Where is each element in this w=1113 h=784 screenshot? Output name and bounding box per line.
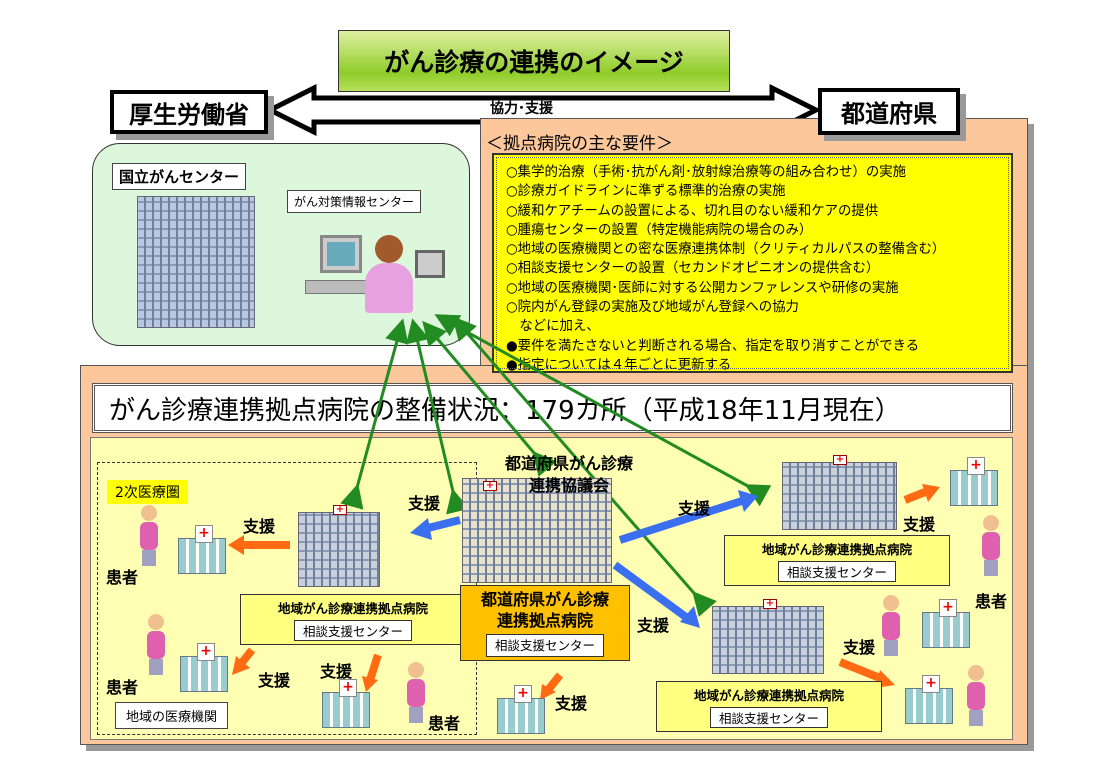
- clinic-image: [497, 685, 545, 734]
- regional-hospital-building-image: +: [298, 505, 380, 587]
- blue-support-arrow: [612, 561, 693, 624]
- requirement-item: ○診療ガイドラインに準ずる標準的治療の実施: [506, 184, 786, 200]
- orange-support-arrow: [903, 488, 927, 504]
- info-center-label: がん対策情報センター: [287, 190, 422, 213]
- support-label: 支援: [258, 671, 291, 690]
- patient-figure: [138, 505, 160, 567]
- blue-support-arrow: [618, 496, 747, 544]
- orange-support-arrow: [544, 672, 564, 693]
- page-title: がん診療の連携のイメージ: [338, 30, 730, 92]
- support-label: 支援: [243, 517, 276, 536]
- patient-figure: [880, 595, 902, 657]
- prefecture-hospital-label: 都道府県がん診療 連携拠点病院: [480, 590, 609, 630]
- support-label: 支援: [843, 638, 876, 657]
- support-label: 支援: [637, 616, 670, 635]
- regional-hospital-building-image: +: [782, 455, 897, 530]
- clinic-image: [322, 679, 370, 728]
- clinic-image: [922, 599, 970, 648]
- consult-center-label: 相談支援センター: [777, 561, 896, 582]
- local-institution-label: 地域の医療機関: [115, 702, 229, 729]
- cooperation-label: 協力･支援: [490, 101, 553, 117]
- orange-support-arrow: [838, 658, 882, 682]
- council-label: 都道府県がん診療 連携協議会: [505, 454, 634, 495]
- clinic-image: [180, 643, 228, 692]
- regional-hospital-label: 地域がん診療連携拠点病院: [277, 601, 428, 616]
- patient-figure: [145, 614, 167, 676]
- regional-hospital-building-image: +: [712, 599, 824, 674]
- green-link-arrow: [340, 318, 409, 510]
- support-label: 支援: [903, 515, 936, 534]
- support-label: 支援: [555, 694, 588, 713]
- consult-center-label: 相談支援センター: [709, 707, 828, 728]
- requirements-heading: ＜拠点病院の主な要件＞: [486, 134, 673, 154]
- patient-label: 患者: [106, 678, 139, 697]
- requirement-item: ○緩和ケアチームの設置による、切れ目のない緩和ケアの提供: [506, 203, 879, 219]
- orange-support-arrow: [366, 653, 382, 682]
- green-link-arrow: [422, 320, 557, 477]
- national-center-building-image: [137, 196, 255, 328]
- requirement-item: ○地域の医療機関･医師に対する公開カンファレンスや研修の実施: [506, 280, 899, 296]
- prefecture-hospital-card: 都道府県がん診療 連携拠点病院相談支援センター: [460, 585, 630, 661]
- clinic-image: [905, 675, 953, 724]
- requirement-item: ○相談支援センターの設置（セカンドオピニオンの提供含む）: [506, 261, 880, 277]
- regional-hospital-card: 地域がん診療連携拠点病院相談支援センター: [724, 535, 950, 586]
- secondary-area-label: 2次医療圏: [107, 480, 188, 504]
- green-link-arrow: [406, 318, 470, 515]
- support-label: 支援: [678, 499, 711, 518]
- requirement-item: ○地域の医療機関との密な医療連携体制（クリティカルパスの整備含む）: [506, 242, 946, 258]
- regional-hospital-label: 地域がん診療連携拠点病院: [761, 542, 912, 557]
- clinic-image: [950, 457, 998, 506]
- consult-center-label: 相談支援センター: [485, 634, 604, 657]
- regional-hospital-card: 地域がん診療連携拠点病院相談支援センター: [656, 681, 882, 732]
- requirement-item: ○集学的治療（手術･抗がん剤･放射線治療等の組み合わせ）の実施: [506, 165, 907, 180]
- regional-hospital-card: 地域がん診療連携拠点病院相談支援センター: [240, 594, 466, 645]
- patient-figure: [405, 662, 427, 724]
- patient-label: 患者: [975, 592, 1008, 611]
- patient-figure: [965, 665, 987, 727]
- national-center-label: 国立がんセンター: [112, 163, 247, 190]
- mhlw-box: 厚生労働省: [110, 90, 268, 134]
- computer-operator-image: [305, 225, 450, 320]
- consult-center-label: 相談支援センター: [293, 620, 412, 641]
- support-label: 支援: [408, 494, 441, 513]
- requirement-item: ○腫瘍センターの設置（特定機能病院の場合のみ）: [506, 222, 813, 238]
- patient-figure: [980, 515, 1002, 577]
- green-link-arrow: [452, 315, 717, 617]
- prefecture-box: 都道府県: [818, 88, 960, 135]
- requirement-item: ○院内がん登録の実施及び地域がん登録への協力: [506, 300, 799, 316]
- clinic-image: [178, 525, 226, 574]
- support-label: 支援: [320, 662, 353, 681]
- prefecture-hospital-building-image: +: [462, 478, 612, 583]
- regional-hospital-label: 地域がん診療連携拠点病院: [693, 688, 844, 703]
- patient-label: 患者: [428, 714, 461, 733]
- patient-label: 患者: [106, 568, 139, 587]
